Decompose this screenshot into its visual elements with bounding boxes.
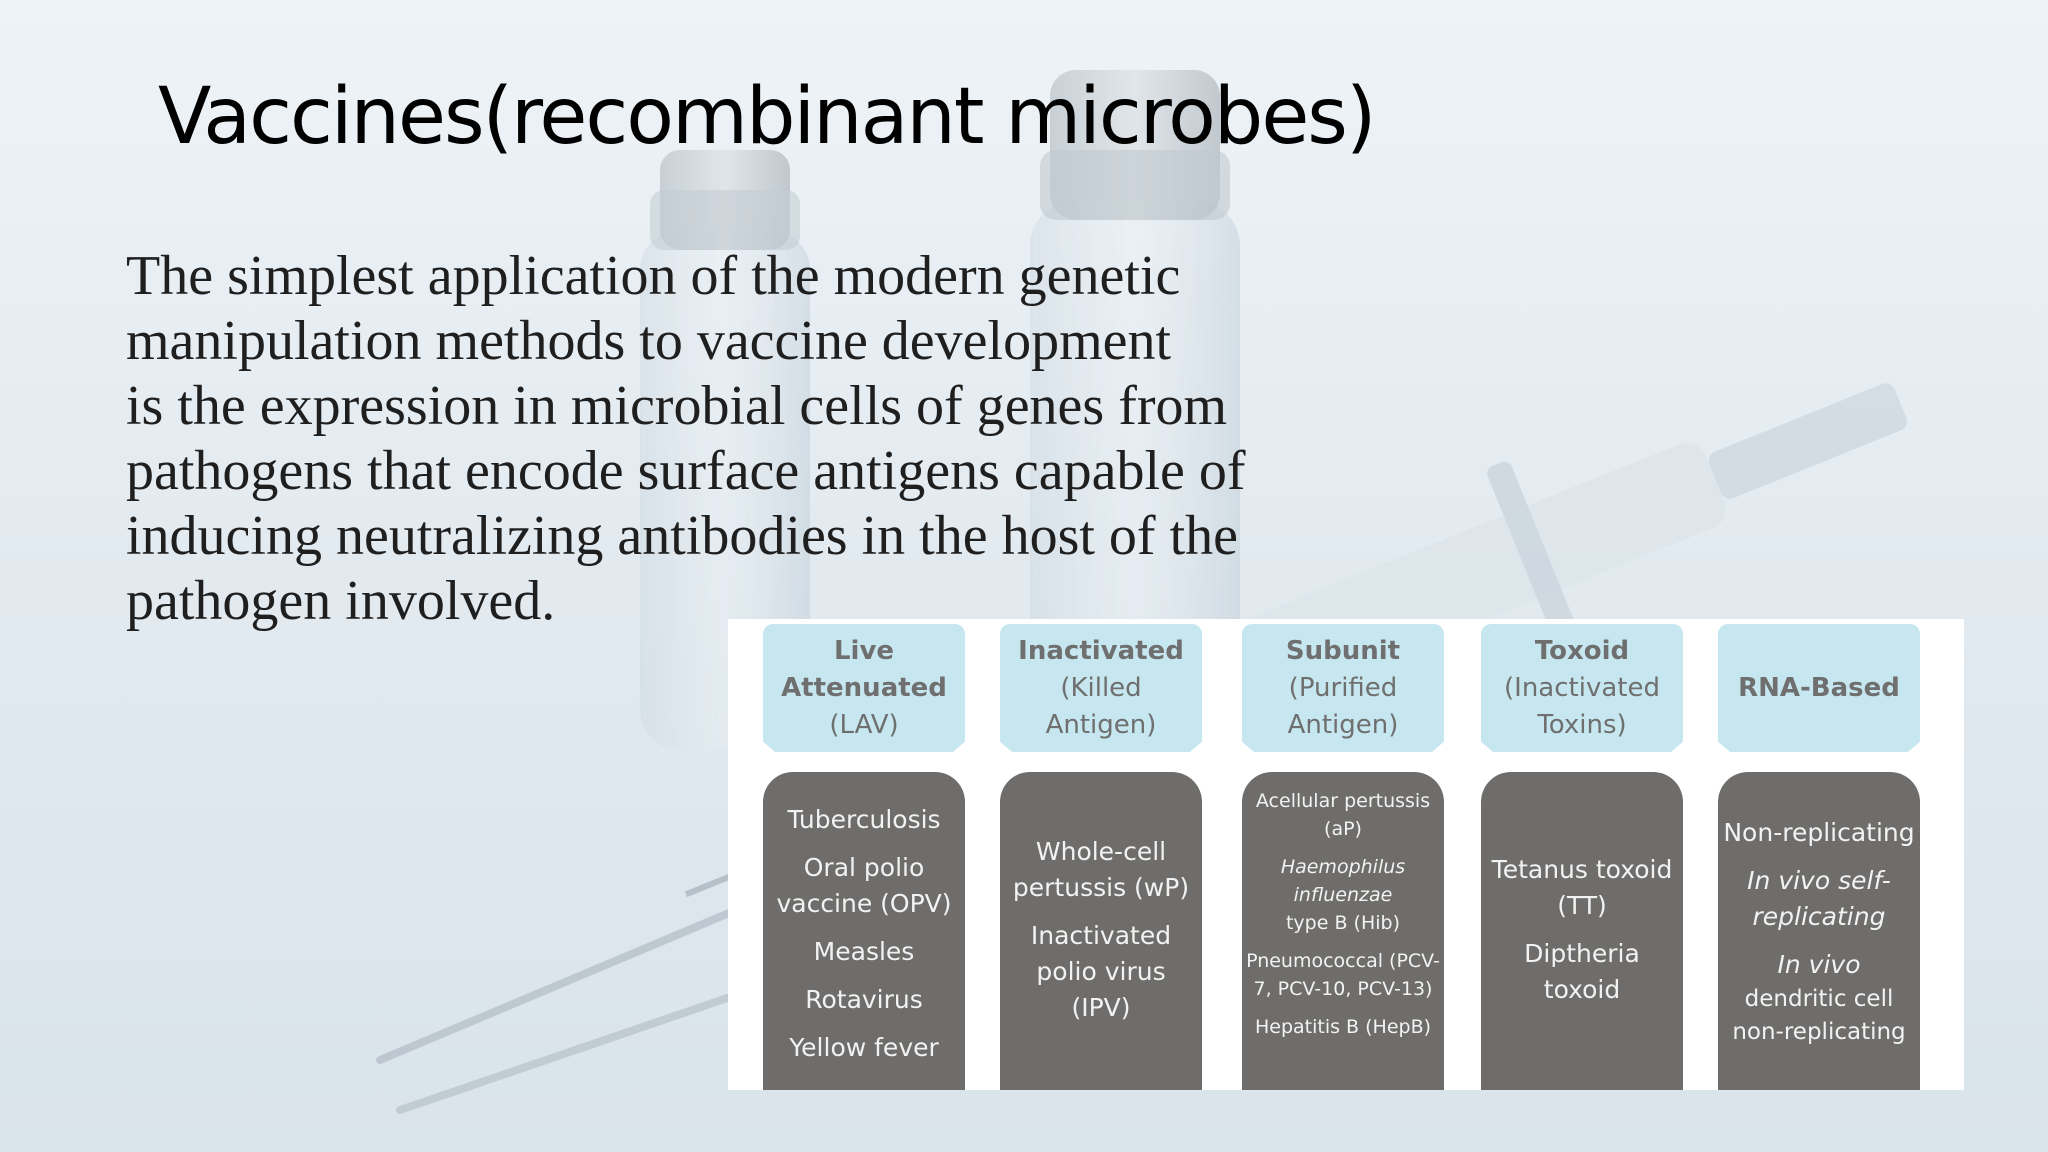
header-name-line: Inactivated: [1018, 635, 1184, 666]
header-name-line: Live: [833, 635, 895, 666]
vaccine-column-examples: Whole-cell pertussis (wP) Inactivated po…: [1000, 772, 1202, 1090]
header-name-line: Subunit: [1285, 635, 1401, 666]
vaccine-column-subunit: Subunit (Purified Antigen) Acellular per…: [1242, 619, 1444, 1090]
example-item: In vivo: [1777, 950, 1861, 979]
header-name-line: Toxoid: [1534, 635, 1630, 666]
body-line: pathogens that encode surface antigens c…: [126, 440, 1246, 502]
vaccine-column-header: Inactivated (Killed Antigen): [1000, 624, 1202, 752]
example-item: Diptheria toxoid: [1524, 939, 1640, 1004]
vaccine-column-live-attenuated: Live Attenuated (LAV) Tuberculosis Oral …: [763, 619, 965, 1090]
header-sub-line: Antigen): [1287, 709, 1399, 740]
header-sub-line: Toxins): [1537, 709, 1627, 740]
header-sub-line: (Killed: [1060, 672, 1142, 703]
vaccine-column-header: Subunit (Purified Antigen): [1242, 624, 1444, 752]
vaccine-column-header: Live Attenuated (LAV): [763, 624, 965, 752]
example-item: Measles: [813, 937, 915, 966]
vaccine-column-toxoid: Toxoid (Inactivated Toxins) Tetanus toxo…: [1481, 619, 1683, 1090]
vaccine-column-inactivated: Inactivated (Killed Antigen) Whole-cell …: [1000, 619, 1202, 1090]
example-item: Rotavirus: [805, 985, 923, 1014]
vaccine-column-examples: Tuberculosis Oral polio vaccine (OPV) Me…: [763, 772, 965, 1090]
example-item: Pneumococcal (PCV-7, PCV-10, PCV-13): [1246, 950, 1440, 1000]
example-item: Inactivated polio virus (IPV): [1030, 921, 1172, 1022]
example-item: Non-replicating: [1723, 818, 1915, 847]
example-item: Tuberculosis: [787, 805, 941, 834]
vaccine-column-header: Toxoid (Inactivated Toxins): [1481, 624, 1683, 752]
body-line: is the expression in microbial cells of …: [126, 375, 1228, 437]
vaccine-types-figure: Live Attenuated (LAV) Tuberculosis Oral …: [728, 619, 1964, 1090]
body-line: manipulation methods to vaccine developm…: [126, 310, 1172, 372]
body-line: The simplest application of the modern g…: [126, 245, 1181, 307]
header-sub-line: (LAV): [829, 709, 899, 740]
vaccine-column-examples: Non-replicating In vivo self-replicating…: [1718, 772, 1920, 1090]
example-item: Yellow fever: [789, 1033, 939, 1062]
example-item: Oral polio vaccine (OPV): [776, 853, 952, 918]
header-sub-line: Antigen): [1045, 709, 1157, 740]
example-item: Hepatitis B (HepB): [1254, 1016, 1432, 1038]
header-sub-line: (Inactivated: [1504, 672, 1660, 703]
header-name-line: Attenuated: [781, 672, 947, 703]
example-item: Haemophilus influenzae: [1280, 856, 1406, 906]
example-item: Tetanus toxoid (TT): [1491, 855, 1673, 920]
body-line: pathogen involved.: [126, 570, 556, 632]
slide-body-text: The simplest application of the modern g…: [126, 244, 1386, 634]
vaccine-column-rna-based: RNA-Based Non-replicating In vivo self-r…: [1718, 619, 1920, 1090]
example-item: Whole-cell pertussis (wP): [1012, 837, 1190, 902]
header-sub-line: (Purified: [1288, 672, 1398, 703]
example-item: type B (Hib): [1285, 912, 1400, 934]
vaccine-column-examples: Tetanus toxoid (TT) Diptheria toxoid: [1481, 772, 1683, 1090]
example-item: Acellular pertussis (aP): [1255, 790, 1431, 840]
slide-title: Vaccines(recombinant microbes): [158, 72, 1376, 162]
example-item: In vivo self-replicating: [1747, 866, 1891, 931]
body-line: inducing neutralizing antibodies in the …: [126, 505, 1238, 567]
vaccine-column-examples: Acellular pertussis (aP) Haemophilus inf…: [1242, 772, 1444, 1090]
example-item: dendritic cell non-replicating: [1732, 986, 1906, 1045]
vaccine-column-header: RNA-Based: [1718, 624, 1920, 752]
header-name-line: RNA-Based: [1738, 672, 1900, 703]
